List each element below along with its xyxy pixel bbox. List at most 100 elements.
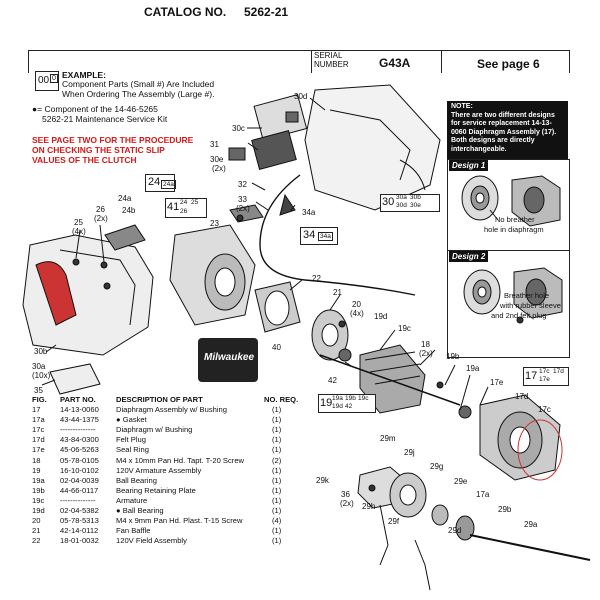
qty-cell: (2) [272, 455, 282, 465]
label-35: 35 [34, 386, 43, 395]
qty-cell: (1) [272, 405, 282, 415]
part-no-cell: 42-14-0112 [60, 526, 99, 536]
label-40: 40 [272, 343, 281, 352]
description-cell: Bearing Retaining Plate [116, 485, 196, 495]
milwaukee-logo: Milwaukee [204, 352, 255, 363]
kit-line-1: ●= Component of the 14-46-5265 [32, 104, 158, 114]
example-title: EXAMPLE: [62, 70, 106, 80]
label-21: 21 [333, 288, 342, 297]
label-20-qty: (4x) [350, 309, 364, 318]
description-cell: Seal Ring [116, 445, 149, 455]
label-34a: 34a [302, 208, 316, 217]
label-24b: 24b [122, 206, 136, 215]
part-no-cell: 43-84-0300 [60, 435, 99, 445]
serial-label: SERIAL NUMBER [314, 51, 349, 69]
callout-17: 17 17c 17d 17e [523, 367, 569, 386]
part-no-cell: 18-01-0032 [60, 536, 99, 546]
part-no-cell: -------------- [60, 425, 96, 435]
label-29h: 29h [362, 502, 376, 511]
label-19b: 19b [446, 352, 460, 361]
qty-cell: (1) [272, 526, 282, 536]
label-19c: 19c [398, 324, 411, 333]
label-33-qty: (2x) [236, 204, 250, 213]
label-24a: 24a [118, 194, 132, 203]
qty-cell: (1) [272, 445, 282, 455]
label-33: 33 [238, 195, 247, 204]
fig-cell: 19a [32, 475, 45, 485]
catalog-number: 5262-21 [244, 5, 289, 19]
qty-cell: (1) [272, 425, 282, 435]
description-cell: ● Gasket [116, 415, 147, 425]
label-30d: 30d [294, 92, 308, 101]
part-no-cell: 44-66-0117 [60, 485, 99, 495]
fig-cell: 22 [32, 536, 41, 546]
col-no-req: NO. REQ. [264, 395, 299, 404]
description-cell: Diaphragm Assembly w/ Bushing [116, 405, 228, 415]
design-2-caption-2: with rubber sleeve [500, 301, 561, 310]
description-cell: 120V Field Assembly [116, 536, 187, 546]
design-1-drawing [461, 175, 561, 227]
callout-30: 30 30a 30b 30d 30e [380, 194, 440, 212]
part-no-cell: 02-04-0039 [60, 475, 99, 485]
col-part-no: PART NO. [60, 395, 96, 404]
label-36: 36 [341, 490, 350, 499]
label-17d: 17d [515, 392, 529, 401]
qty-cell: (1) [272, 495, 282, 505]
design-1-caption-2: hole in diaphragm [484, 225, 544, 234]
qty-cell: (1) [272, 485, 282, 495]
label-29e: 29e [454, 477, 468, 486]
fig-cell: 17e [32, 445, 45, 455]
callout-41: 41 24 25 26 [165, 198, 207, 218]
kit-marker-icon: ● [116, 506, 123, 516]
design-2-box [447, 250, 570, 358]
fig-cell: 18 [32, 455, 41, 465]
tool-case-image [198, 338, 258, 382]
label-42: 42 [328, 376, 337, 385]
callout-34: 34 34a [300, 227, 338, 245]
part-no-cell: 05-78-0105 [60, 455, 99, 465]
example-line-2: When Ordering The Assembly (Large #). [62, 89, 215, 99]
qty-cell: (1) [272, 536, 282, 546]
table-row: 17c--------------Diaphragm w/ Bushing(1) [32, 425, 304, 435]
design-2-tag: Design 2 [449, 251, 489, 262]
example-line-1: Component Parts (Small #) Are Included [62, 79, 215, 89]
fig-cell: 20 [32, 516, 41, 526]
label-18-qty: (2x) [419, 349, 433, 358]
fig-cell: 19c [32, 495, 45, 505]
part-no-cell: 43-44-1375 [60, 415, 99, 425]
col-fig: FIG. [32, 395, 47, 404]
description-cell: Felt Plug [116, 435, 146, 445]
qty-cell: (1) [272, 435, 282, 445]
fig-cell: 19d [32, 506, 45, 516]
description-cell: Ball Bearing [116, 475, 157, 485]
label-30e: 30e [210, 155, 224, 164]
example-box: 00 0 [35, 71, 59, 91]
description-cell: Armature [116, 495, 148, 505]
label-29g: 29g [430, 462, 444, 471]
kit-marker-icon: ● [116, 415, 123, 425]
label-17c: 17c [538, 405, 551, 414]
design-1-caption-1: No breather [495, 215, 535, 224]
table-row: 18 05-78-0105 M4 x 10mm Pan Hd. Tapt. T-20… [32, 456, 304, 466]
qty-cell: (1) [272, 415, 282, 425]
kit-line-2: 5262-21 Maintenance Service Kit [42, 114, 168, 124]
design-2-caption-3: and 2nd felt plug [491, 311, 547, 320]
label-29k: 29k [316, 476, 329, 485]
catalog-header [28, 50, 570, 73]
part-no-cell: 14-13-0060 [60, 405, 99, 415]
label-30b: 30b [34, 347, 48, 356]
parts-table: FIG. PART NO. DESCRIPTION OF PART NO. RE… [32, 395, 304, 546]
label-31: 31 [210, 140, 219, 149]
see-page-reference: See page 6 [477, 57, 540, 71]
fig-cell: 17c [32, 425, 45, 435]
label-25-qty: (4x) [72, 227, 86, 236]
description-cell: M4 x 10mm Pan Hd. Tapt. T-20 Screw [116, 455, 245, 465]
